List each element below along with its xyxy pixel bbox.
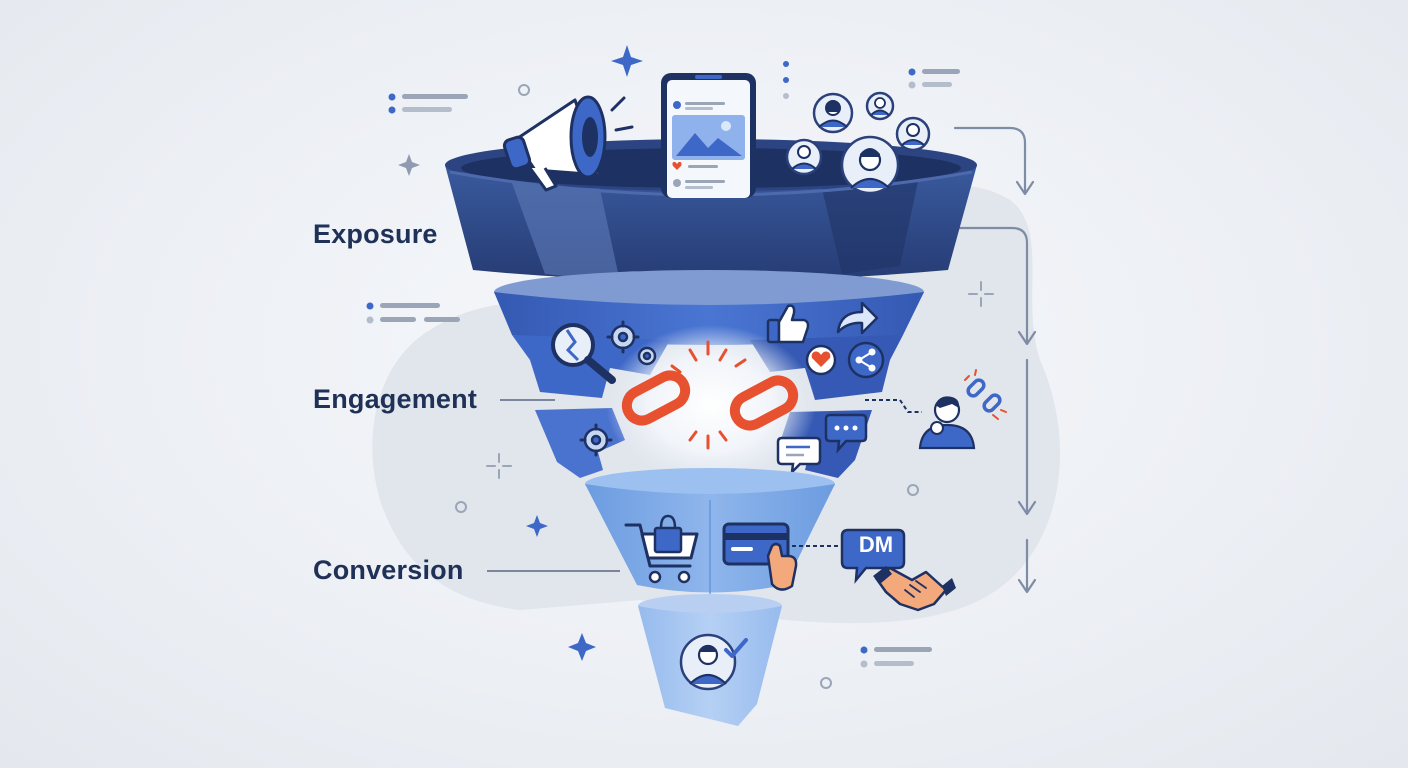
share-icon — [847, 341, 885, 379]
stage-label-exposure: Exposure — [313, 219, 438, 249]
stage-label-conversion: Conversion — [313, 555, 464, 585]
shopping-cart-icon — [624, 514, 699, 584]
down-arrow-icon — [953, 126, 1037, 594]
dm-bubble-icon — [792, 528, 906, 584]
credit-card-icon — [722, 522, 798, 591]
smartphone-icon — [661, 73, 756, 198]
confused-person-icon — [865, 369, 1007, 450]
thumbs-up-icon — [766, 304, 810, 344]
decorative-circles — [455, 84, 919, 689]
gear-teeth — [579, 320, 640, 457]
broken-search-icon — [551, 323, 616, 384]
user-avatar-icon — [785, 91, 931, 195]
heart-icon — [805, 344, 837, 376]
megaphone-icon — [502, 95, 634, 192]
decorative-lines — [366, 61, 960, 668]
dm-bubble-label: DM — [858, 532, 894, 557]
label-leader-lines — [487, 399, 620, 572]
share-arrow-icon — [836, 301, 879, 335]
sparkle-icon — [398, 45, 643, 661]
handshake-icon — [873, 566, 956, 612]
broken-link-icon — [621, 340, 799, 450]
checkmark-user-icon — [679, 633, 748, 691]
stage-label-engagement: Engagement — [313, 384, 478, 414]
chat-bubble-icon — [776, 413, 868, 476]
decorative-crosshair — [486, 281, 994, 479]
